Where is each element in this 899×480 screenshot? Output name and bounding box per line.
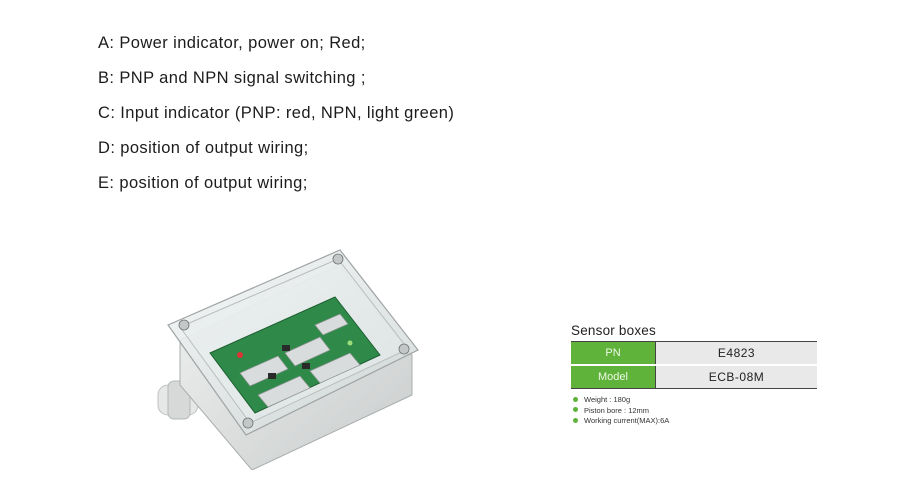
spec-row-model: Model ECB-08M (571, 364, 817, 389)
spec-bullet-weight: Weight : 180g (573, 395, 817, 406)
note-c: C: Input indicator (PNP: red, NPN, light… (98, 104, 455, 122)
spec-value-model: ECB-08M (655, 364, 817, 389)
bullet-text: Working current(MAX):6A (584, 416, 670, 425)
bullet-dot-icon (573, 407, 578, 413)
spec-bullets: Weight : 180g Piston bore : 12mm Working… (571, 395, 817, 427)
spec-table: PN E4823 Model ECB-08M (571, 341, 817, 389)
feature-notes: A: Power indicator, power on; Red; B: PN… (98, 30, 454, 205)
spec-row-pn: PN E4823 (571, 341, 817, 366)
note-e: E: position of output wiring; (98, 174, 308, 192)
bullet-dot-icon (573, 396, 578, 402)
note-b: B: PNP and NPN signal switching ; (98, 69, 366, 87)
spec-key-pn: PN (571, 341, 656, 366)
note-d: D: position of output wiring; (98, 139, 309, 157)
spec-key-model: Model (571, 364, 656, 389)
sensor-box-illustration (157, 249, 419, 471)
spec-value-pn: E4823 (655, 341, 817, 366)
sensor-box-photo (150, 245, 420, 471)
spec-title: Sensor boxes (571, 323, 656, 338)
bullet-text: Piston bore : 12mm (584, 405, 650, 415)
spec-bullet-current: Working current(MAX):6A (573, 416, 817, 427)
spec-bullet-bore: Piston bore : 12mm (573, 406, 817, 417)
bullet-text: Weight : 180g (584, 395, 631, 404)
bullet-dot-icon (573, 417, 578, 423)
spec-panel: Sensor boxes PN E4823 Model ECB-08M Weig… (571, 323, 817, 427)
note-a: A: Power indicator, power on; Red; (98, 34, 366, 52)
